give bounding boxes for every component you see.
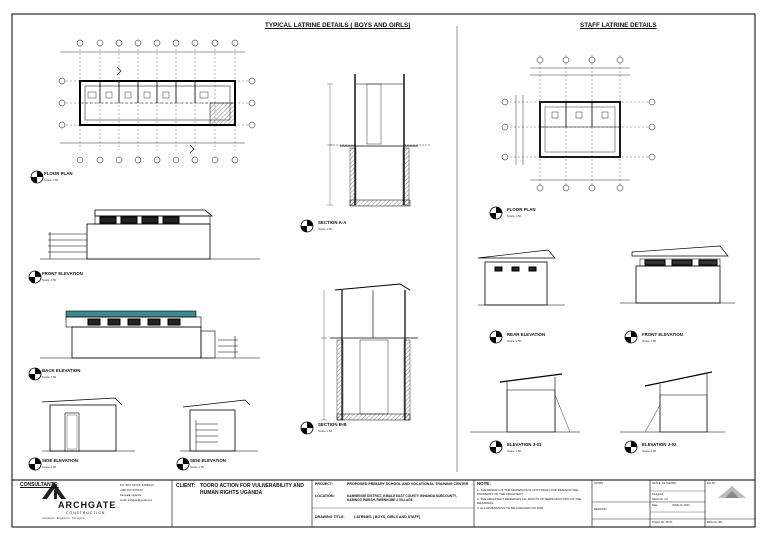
company-tagline: Architects · Engineers · Surveyors xyxy=(42,516,85,520)
note-2: 2. THE ARCHITECT RESERVES ALL RIGHTS OF … xyxy=(477,497,582,505)
note-1: 1. THE DESIGN OF THE DRAWINGS IS COPYRIG… xyxy=(477,488,579,496)
view-marker-icon xyxy=(489,206,503,220)
side-elevation-1 xyxy=(41,397,135,452)
client-name: TOORO ACTION FOR VULNERABILITY AND HUMAN… xyxy=(200,483,304,496)
view-marker-icon xyxy=(300,421,314,435)
location-text: KAMWENGE DISTRICT, KIBALE EAST COUNTY, B… xyxy=(347,494,457,503)
view-marker-icon xyxy=(300,219,314,233)
staff-front-elevation xyxy=(620,245,735,304)
date-value: JUNE 20, 2024 xyxy=(672,504,690,507)
view-marker-icon xyxy=(28,457,42,471)
notes-label: NOTES: xyxy=(594,482,604,485)
revision-label: REVISION: xyxy=(594,508,608,511)
staff-elevation-j01 xyxy=(470,373,580,433)
staff-floor-plan xyxy=(501,55,656,192)
drawing-title-label: DRAWING TITLE: xyxy=(315,515,345,519)
front-elevation-boys-girls xyxy=(40,209,260,260)
client-label: CLIENT: xyxy=(176,483,196,489)
drawing-title: LATRINES ( BOYS, GIRLS AND STAFF) xyxy=(354,515,421,519)
view-marker-icon xyxy=(30,170,44,184)
company-address-3: Kampala, Uganda xyxy=(120,494,141,497)
note-3: 3. ALL DIMENSIONS TO BE CHECKED ON SITE. xyxy=(477,506,545,510)
sheet-no-label: Sheet No: 1/1 xyxy=(652,498,668,501)
view-marker-icon xyxy=(489,330,503,344)
section-b-b xyxy=(321,283,418,421)
scale-label: SCALE: AS SHOWN xyxy=(652,482,676,485)
company-address-1: P.O. BOX XXXXX, KAMPALA xyxy=(120,484,154,487)
view-marker-icon xyxy=(624,330,638,344)
note-label: NOTE: xyxy=(477,481,491,486)
project-label: PROJECT: xyxy=(315,482,333,486)
sheet-border xyxy=(11,13,756,528)
company-subtitle: CONSTRUCTION xyxy=(66,511,106,515)
view-marker-icon xyxy=(28,270,42,284)
designed-label: Designed xyxy=(652,493,663,496)
staff-rear-elevation xyxy=(477,249,565,306)
typical-latrine-header: TYPICAL LATRINE DETAILS ( BOYS AND GIRLS… xyxy=(265,22,411,29)
view-marker-icon xyxy=(176,457,190,471)
date-label: Date xyxy=(652,504,658,507)
section-a-a xyxy=(327,74,430,207)
ref-no-label: Ref No: xyxy=(707,482,716,485)
staff-elevation-j02 xyxy=(620,371,725,433)
side-elevation-2 xyxy=(180,399,258,452)
consultants-label: CONSULTANTS: xyxy=(20,482,59,488)
company-email: email: archgate@gmail.com xyxy=(120,499,153,502)
company-address-2: +256 XXX XXXXXX xyxy=(120,489,143,492)
drawing-no: DRG No: 001 xyxy=(707,521,723,524)
title-block-frame xyxy=(12,479,755,527)
company-name: ARCHGATE xyxy=(58,500,117,510)
archgate-logo xyxy=(42,482,746,499)
back-elevation-boys-girls xyxy=(40,310,260,359)
project-no: Project No: TP-01 xyxy=(652,521,673,524)
view-marker-icon xyxy=(28,367,42,381)
view-marker-icon xyxy=(489,440,503,454)
staff-latrine-header: STAFF LATRINE DETAILS xyxy=(580,22,657,29)
location-label: LOCATION: xyxy=(315,494,335,498)
floor-plan-boys-girls xyxy=(58,39,256,164)
view-marker-icon xyxy=(624,440,638,454)
project-name: PROPOSED PRIMARY SCHOOL AND VOCATIONAL T… xyxy=(347,482,469,486)
